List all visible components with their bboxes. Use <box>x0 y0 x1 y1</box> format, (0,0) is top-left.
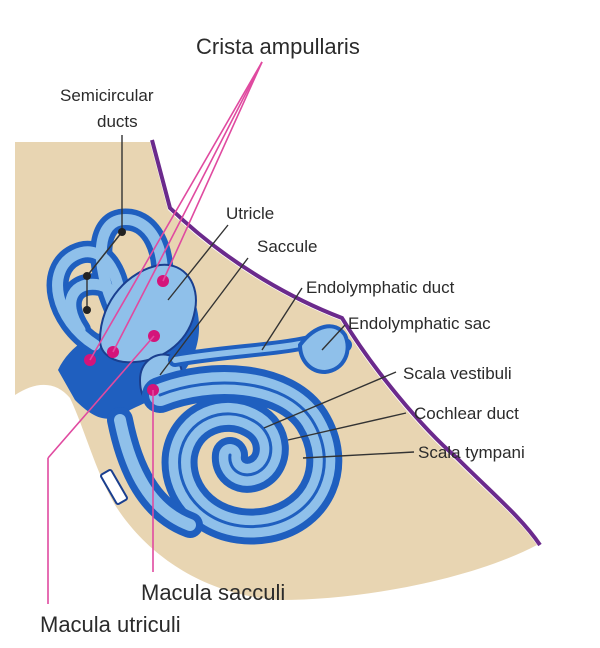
label-crista-ampullaris: Crista ampullaris <box>196 34 360 59</box>
label-scala-vestibuli: Scala vestibuli <box>403 364 512 383</box>
cochlea <box>107 365 343 545</box>
label-saccule: Saccule <box>257 237 317 256</box>
utricle-shape <box>98 263 197 364</box>
label-semicircular-line2: ducts <box>97 112 138 131</box>
label-utricle: Utricle <box>226 204 274 223</box>
label-endolymphatic-duct: Endolymphatic duct <box>306 278 455 297</box>
round-window <box>100 469 128 505</box>
black-leader-lines <box>86 135 415 459</box>
label-scala-tympani: Scala tympani <box>418 443 525 462</box>
junction-dots <box>83 228 126 314</box>
label-cochlear-duct: Cochlear duct <box>414 404 519 423</box>
dura-border <box>150 139 542 547</box>
label-endolymphatic-sac: Endolymphatic sac <box>348 314 491 333</box>
label-macula-utriculi: Macula utriculi <box>40 612 181 637</box>
pink-leader-lines <box>47 61 263 604</box>
label-macula-sacculi: Macula sacculi <box>141 580 285 605</box>
endolymphatic-sac-shape <box>297 324 350 375</box>
label-semicircular-line1: Semicircular <box>60 86 154 105</box>
